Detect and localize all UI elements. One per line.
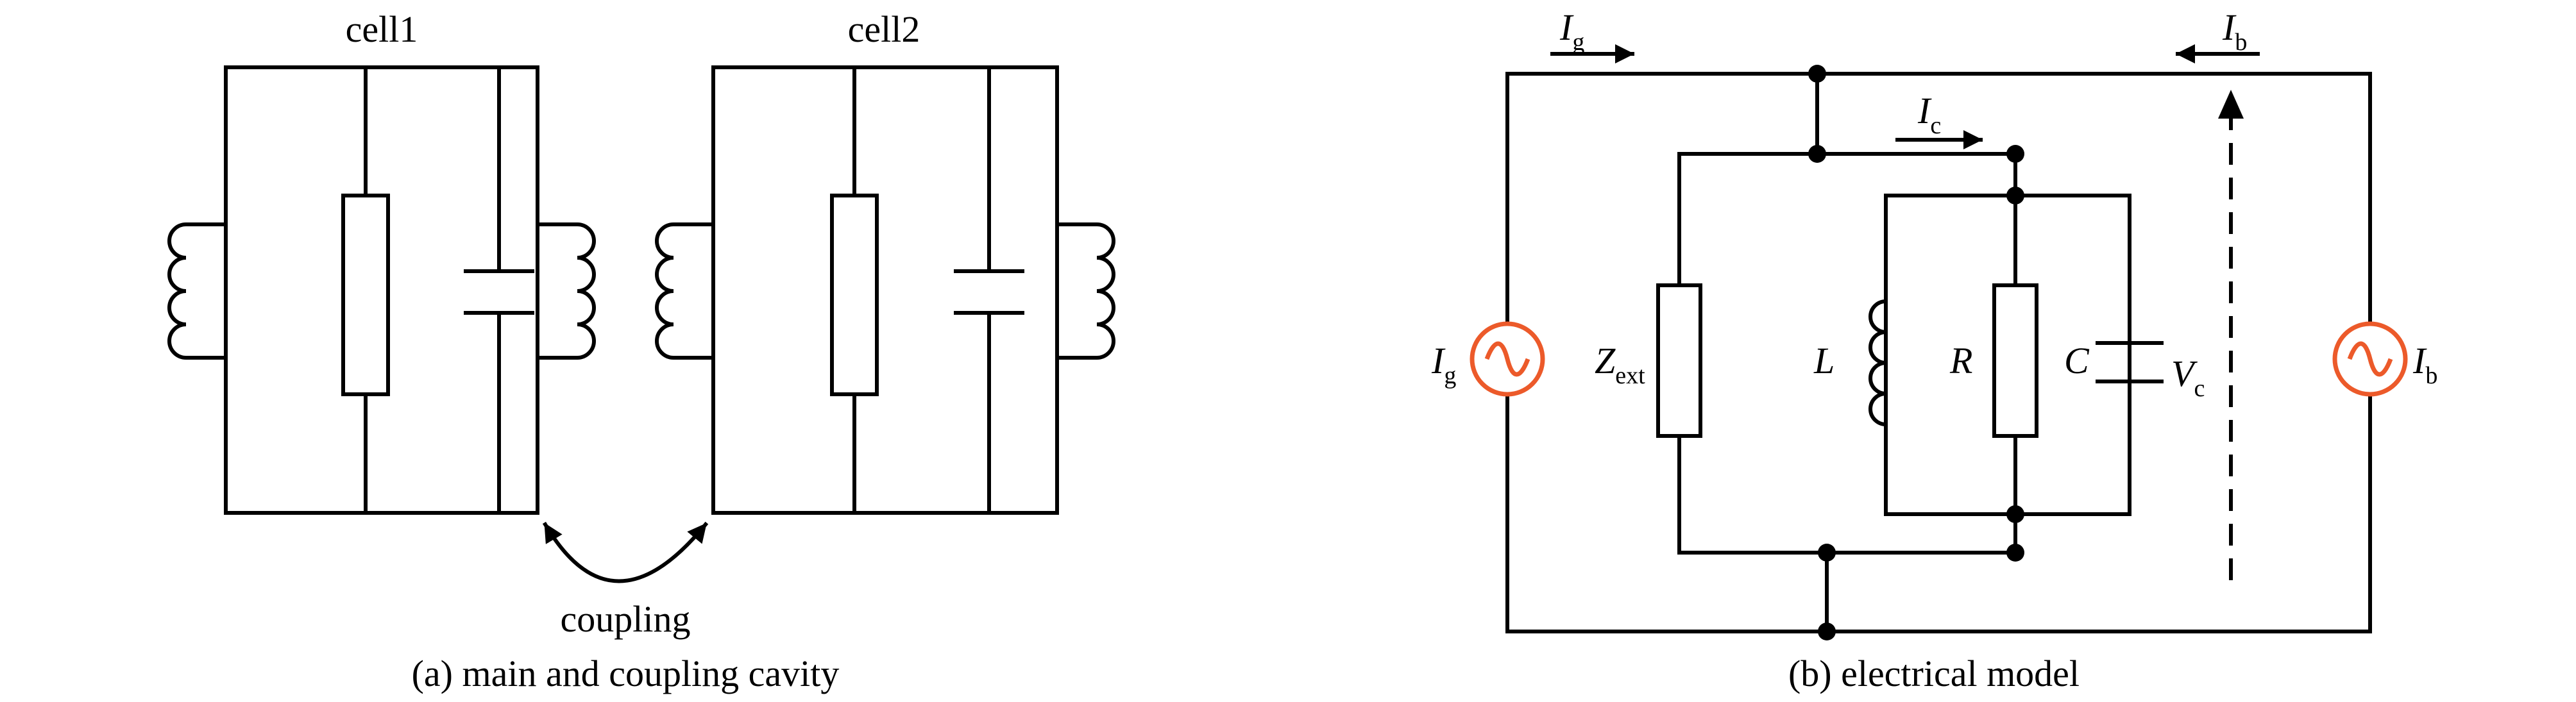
junction-dot: [1808, 145, 1826, 163]
cell1-circuit: [167, 65, 596, 515]
junction-dot: [2006, 505, 2024, 523]
resistor-r: [1992, 283, 2038, 438]
panel-a: cell1 cell2 coupling (a) main and coupli…: [167, 8, 1115, 694]
cell2-resistor: [830, 194, 879, 396]
junction-dot: [1818, 623, 1836, 640]
junction-dot: [2006, 145, 2024, 163]
caption-a: (a) main and coupling cavity: [412, 653, 840, 694]
vc-arrow-head: [2218, 90, 2244, 119]
capacitor-label: C: [2064, 340, 2090, 381]
inductor-l: [1868, 194, 1888, 516]
ic-label: Ic: [1917, 90, 1941, 139]
panel-b: Ig Ib Ic Ig Ib Zext L R C Vc (b) electri…: [1431, 6, 2437, 694]
cell1-label: cell1: [346, 8, 418, 50]
ib-source-label: Ib: [2412, 340, 2437, 389]
junction-dot: [2006, 187, 2024, 205]
cell2-frame: [711, 65, 1059, 515]
resistor-label: R: [1949, 340, 1972, 381]
ig-top-label: Ig: [1559, 6, 1584, 56]
caption-b: (b) electrical model: [1788, 653, 2080, 694]
vc-label: Vc: [2171, 353, 2205, 402]
zext-impedance: [1656, 283, 1702, 438]
cell1-frame: [224, 65, 539, 515]
cell2-right-inductor: [1055, 222, 1115, 360]
inductor-label: L: [1813, 340, 1835, 381]
ib-current-source-icon: [2332, 321, 2408, 397]
coupling-label: coupling: [561, 598, 691, 640]
junction-dot: [2006, 544, 2024, 562]
coupling-arrow: [542, 521, 709, 583]
cell1-resistor: [341, 194, 390, 396]
zext-label: Zext: [1595, 340, 1645, 389]
ig-current-source-icon: [1470, 321, 1545, 397]
junction-dot: [1808, 65, 1826, 83]
cell2-label: cell2: [848, 8, 920, 50]
cell2-circuit: [655, 65, 1115, 515]
cell1-right-inductor: [536, 222, 596, 360]
ib-top-label: Ib: [2222, 6, 2247, 56]
cell1-left-inductor: [167, 222, 228, 360]
outer-loop: [1505, 72, 2372, 633]
junction-dot: [1818, 544, 1836, 562]
ig-source-label: Ig: [1431, 340, 1456, 389]
cell2-left-inductor: [655, 222, 715, 360]
